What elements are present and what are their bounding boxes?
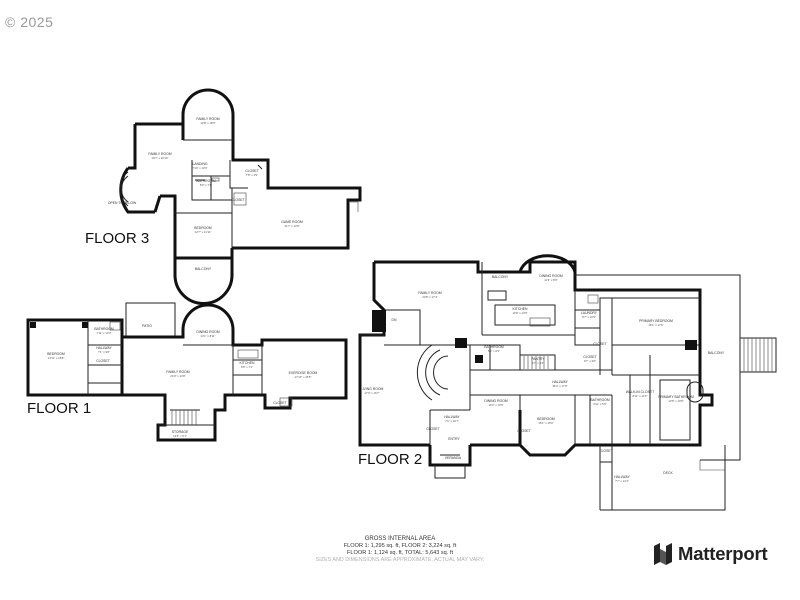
room-label: STORAGE	[172, 430, 189, 434]
room-dims: 9'11" x 5'6"	[593, 402, 607, 406]
room-label: DECK	[663, 471, 673, 475]
room-dims: 5'2" x 6'3"	[488, 349, 500, 353]
area-line-1: FLOOR 1: 1,295 sq. ft, FLOOR 2: 3,224 sq…	[343, 543, 457, 549]
room-label: PANTRY	[531, 357, 545, 361]
room-dims: 17'10" x 15'5"	[295, 375, 312, 379]
room-dims: 36'4" x 17'9"	[552, 384, 567, 388]
room-label: KITCHEN	[240, 361, 255, 365]
brand-logo: Matterport	[652, 543, 768, 565]
floor-2-room-labels: BALCONY DINING ROOM 11'3" x 8'6" FAMILY …	[361, 274, 725, 483]
room-label: BATHROOM	[94, 327, 114, 331]
floor-3-room-labels: FAMILY ROOM 12'8" x 18'0" FAMILY ROOM 16…	[108, 117, 303, 271]
room-label: BEDROOM	[47, 352, 65, 356]
room-dims: 16'1" x 15'0"	[538, 421, 553, 425]
room-label: VERANDA	[445, 456, 462, 460]
room-label: GAME ROOM	[281, 220, 303, 224]
area-heading: GROSS INTERNAL AREA	[364, 536, 436, 542]
room-label: FAMILY ROOM	[166, 370, 189, 374]
room-label: CLOSET	[599, 449, 613, 453]
area-summary: GROSS INTERNAL AREA FLOOR 1: 1,295 sq. f…	[0, 536, 800, 564]
room-label: FAMILY ROOM	[418, 291, 441, 295]
room-label: BATHROOM	[484, 345, 504, 349]
room-label: LIVING ROOM	[361, 387, 384, 391]
room-dims: 8'0" x 7'1"	[200, 183, 212, 187]
room-label: CLOSET	[245, 169, 259, 173]
room-dims: 14'11" x 18'8"	[48, 356, 65, 360]
room-label: CLOSET	[231, 198, 245, 202]
room-label: BALCONY	[195, 267, 212, 271]
room-dims: 14'8" x 5'1"	[173, 434, 187, 438]
room-dims: 7'11" x 13'3"	[96, 331, 111, 335]
floor-1-room-labels: BEDROOM 14'11" x 18'8" BATHROOM 7'11" x …	[47, 324, 317, 438]
room-dims: 9'7" x 10'5"	[582, 315, 596, 319]
room-label: WALK-IN CLOSET	[626, 390, 655, 394]
room-label: PATIO	[142, 324, 152, 328]
room-dims: 24'0" x 14'8"	[170, 374, 185, 378]
room-label: LAUNDRY	[581, 311, 598, 315]
room-dims: 9'7" x 3'6"	[584, 359, 596, 363]
room-label: DINING ROOM	[196, 330, 220, 334]
room-label: FAMILY ROOM	[148, 152, 171, 156]
room-dims: 14'0" x 13'5"	[488, 403, 503, 407]
room-label: LANDING	[192, 162, 207, 166]
area-line-2: FLOOR 1: 1,124 sq. ft, TOTAL: 5,643 sq. …	[346, 550, 454, 556]
room-dims: 8'11" x 11'6"	[633, 394, 648, 398]
room-dims: 7'6" x 19'7"	[445, 419, 459, 423]
floor-3-title: FLOOR 3	[85, 230, 149, 247]
room-label: CLOSET	[426, 427, 440, 431]
room-label: KITCHEN	[513, 307, 528, 311]
matterport-logo-icon	[654, 543, 672, 565]
floor-3-plan	[119, 88, 362, 305]
room-label: OPEN TO BELOW	[108, 201, 137, 205]
room-label: HALLWAY	[614, 475, 630, 479]
room-label: HALLWAY	[444, 415, 460, 419]
room-label: HALLWAY	[552, 380, 568, 384]
room-dims: 12'7" x 21'11"	[195, 230, 212, 234]
room-label: DINING ROOM	[539, 274, 563, 278]
room-label: BATHROOM	[196, 179, 216, 183]
room-label: EXERCISE ROOM	[289, 371, 318, 375]
room-label: PRIMARY BATHROOM	[658, 395, 694, 399]
room-dims: 7'8" x 3'9"	[246, 173, 258, 177]
room-label: BATHROOM	[590, 398, 610, 402]
room-dims: 31'7" x 13'9"	[284, 224, 299, 228]
room-label: DN	[392, 318, 397, 322]
room-label: FAMILY ROOM	[196, 117, 219, 121]
room-label: HALLWAY	[96, 346, 112, 350]
copyright-watermark: © 2025	[5, 14, 54, 30]
room-label: CLOSET	[517, 429, 531, 433]
room-dims: 11'3" x 8'6"	[544, 278, 558, 282]
room-label: DINING ROOM	[484, 399, 508, 403]
room-dims: 23'8" x 17'4"	[422, 295, 437, 299]
room-dims: 13'9" x 13'9"	[512, 311, 527, 315]
room-label: CLOSET	[96, 359, 110, 363]
room-label: BALCONY	[708, 351, 725, 355]
brand-name: Matterport	[678, 543, 768, 564]
room-dims: 12'8" x 18'0"	[200, 121, 215, 125]
area-disclaimer: SIZES AND DIMENSIONS ARE APPROXIMATE, AC…	[315, 557, 485, 563]
room-label: CLOSET	[273, 401, 287, 405]
room-dims: 7'10" x 13'6"	[192, 166, 207, 170]
floor-2-plan	[358, 254, 777, 511]
room-label: BALCONY	[492, 275, 509, 279]
room-label: BEDROOM	[537, 417, 555, 421]
room-dims: 17'0" x 16'7"	[364, 391, 379, 395]
room-label: CLOSET	[583, 355, 597, 359]
room-dims: 6'8" x 7'1"	[241, 365, 253, 369]
room-dims: 18'1" x 17'6"	[648, 323, 663, 327]
room-dims: 13'1" x 8'11"	[200, 334, 215, 338]
room-dims: 16'7" x 20'10"	[152, 156, 169, 160]
room-dims: 7'7" x 12'4"	[615, 479, 629, 483]
room-label: CLOSET	[593, 342, 607, 346]
room-label: BEDROOM	[194, 226, 212, 230]
floor-1-title: FLOOR 1	[27, 400, 91, 417]
room-label: PRIMARY BEDROOM	[639, 319, 673, 323]
room-label: ENTRY	[448, 437, 460, 441]
floor-2-title: FLOOR 2	[358, 451, 422, 468]
room-dims: 4'7" x 4'4"	[532, 361, 544, 365]
floor-1-plan	[26, 302, 348, 442]
room-dims: 7'1" x 9'6"	[98, 350, 110, 354]
room-dims: 13'8" x 10'8"	[668, 399, 683, 403]
